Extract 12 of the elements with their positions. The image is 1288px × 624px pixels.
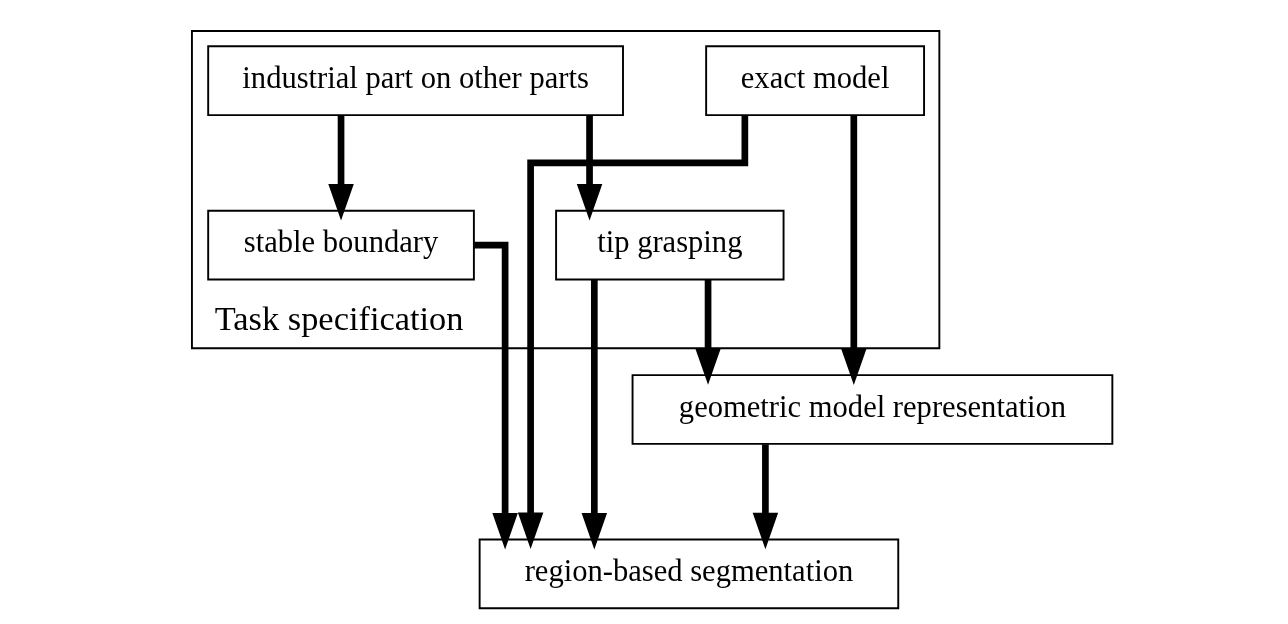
arrow: [581, 279, 607, 550]
arrow: [694, 279, 721, 385]
arrow: [752, 444, 778, 550]
node-box: industrial part on other parts: [206, 45, 624, 117]
node-box: stable boundary: [206, 209, 475, 281]
node-box: geometric model representation: [631, 374, 1113, 445]
node-box: region-based segmentation: [478, 538, 899, 610]
arrow: [327, 115, 354, 221]
arrow: [576, 115, 602, 221]
node-box: exact model: [704, 45, 925, 117]
node-box: tip grasping: [554, 209, 785, 281]
arrow: [840, 115, 867, 386]
